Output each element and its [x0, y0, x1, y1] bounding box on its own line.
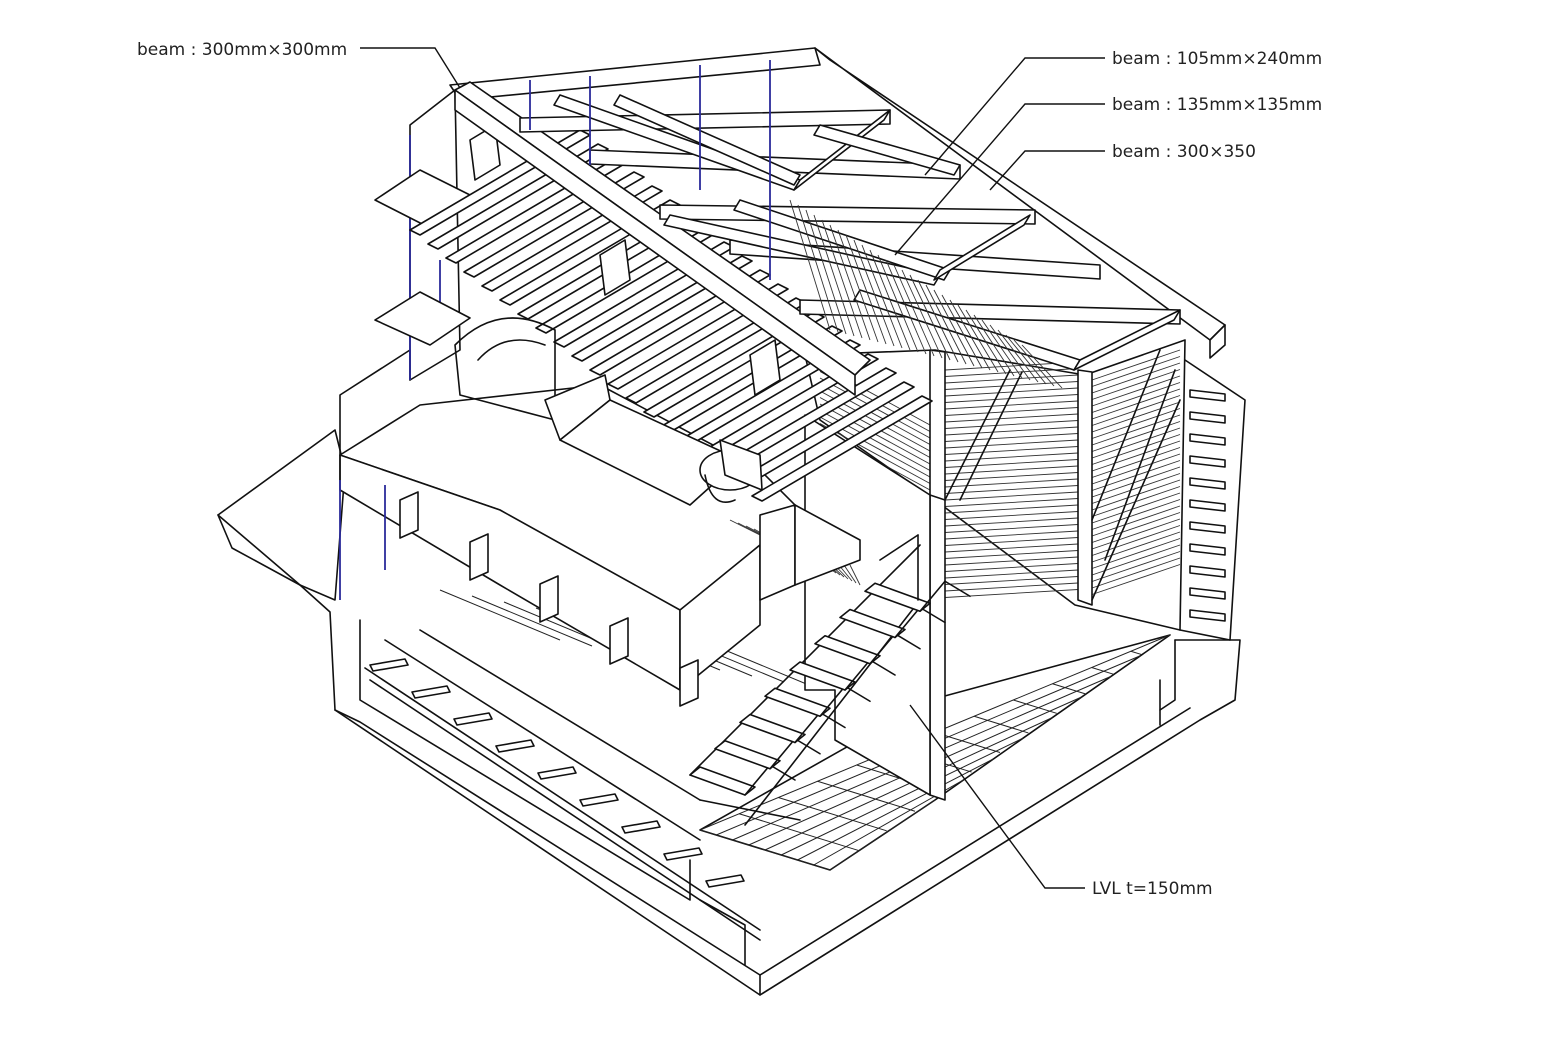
roof-structure — [449, 47, 1226, 396]
steel-stair — [689, 534, 971, 826]
upper-room-fixtures — [454, 317, 861, 601]
lvl-partition — [804, 414, 946, 796]
label-beam-135x135: beam : 135mm×135mm — [1112, 95, 1322, 115]
left-wall — [339, 89, 471, 600]
label-beam-300x300: beam : 300mm×300mm — [137, 40, 347, 60]
leader-lines — [360, 47, 1105, 889]
label-beam-300x350: beam : 300×350 — [1112, 142, 1256, 162]
label-lvl: LVL t=150mm — [1092, 879, 1213, 899]
ground-floor-sleepers — [364, 629, 761, 941]
label-beam-105x240: beam : 105mm×240mm — [1112, 49, 1322, 69]
foundation — [217, 429, 1241, 996]
